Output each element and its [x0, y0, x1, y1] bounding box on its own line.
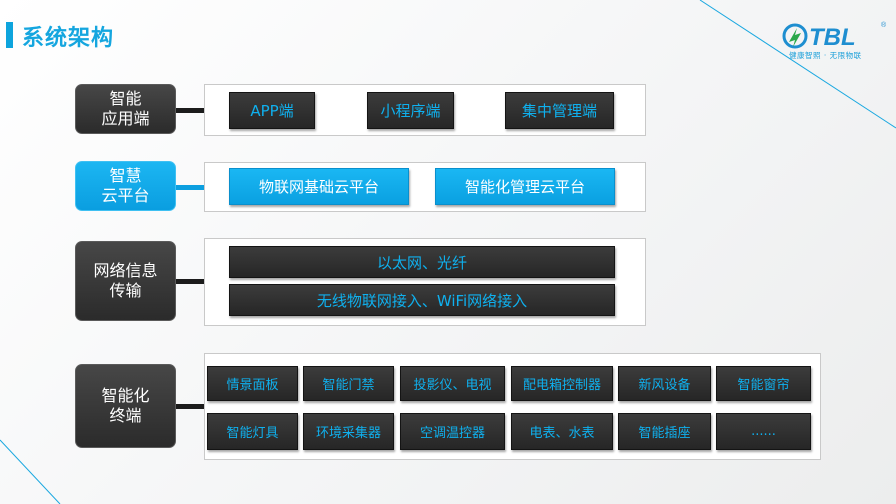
item-ethernet: 以太网、光纤 [229, 246, 615, 278]
item-scene-panel: 情景面板 [207, 366, 298, 401]
layer-label-text: 智能化 终端 [101, 386, 150, 425]
connector-network [176, 279, 204, 284]
tbl-logo: TBL ® [782, 21, 887, 51]
item-env-collector: 环境采集器 [303, 413, 394, 450]
svg-text:TBL: TBL [809, 24, 856, 51]
item-iot-cloud: 物联网基础云平台 [229, 168, 409, 205]
item-mini-program: 小程序端 [367, 92, 454, 129]
item-smart-light: 智能灯具 [207, 413, 298, 450]
page-title: 系统架构 [22, 26, 115, 51]
item-access-control: 智能门禁 [303, 366, 394, 401]
layer-label-terminal: 智能化 终端 [75, 364, 176, 448]
item-central-management: 集中管理端 [505, 92, 614, 129]
connector-cloud [176, 185, 204, 190]
item-management-cloud: 智能化管理云平台 [435, 168, 615, 205]
layer-label-network: 网络信息 传输 [75, 241, 176, 321]
layer-label-text: 智慧 云平台 [101, 166, 150, 205]
layer-label-application: 智能 应用端 [75, 84, 176, 134]
logo-tagline: 健康智照 · 无限物联 [789, 51, 862, 60]
svg-text:®: ® [881, 21, 887, 29]
layer-label-cloud: 智慧 云平台 [75, 161, 176, 211]
layer-label-text: 智能 应用端 [101, 89, 150, 128]
item-app: APP端 [229, 92, 315, 129]
connector-terminal [176, 404, 204, 409]
item-distribution-box: 配电箱控制器 [511, 366, 613, 401]
item-meters: 电表、水表 [511, 413, 613, 450]
item-projector-tv: 投影仪、电视 [400, 366, 505, 401]
item-wireless: 无线物联网接入、WiFi网络接入 [229, 284, 615, 316]
item-fresh-air: 新风设备 [618, 366, 711, 401]
item-curtain: 智能窗帘 [716, 366, 811, 401]
item-ac-thermostat: 空调温控器 [400, 413, 505, 450]
item-smart-socket: 智能插座 [618, 413, 711, 450]
title-accent-bar [6, 22, 13, 48]
item-more: ...... [716, 413, 811, 450]
connector-application [176, 108, 204, 113]
layer-label-text: 网络信息 传输 [93, 261, 158, 300]
